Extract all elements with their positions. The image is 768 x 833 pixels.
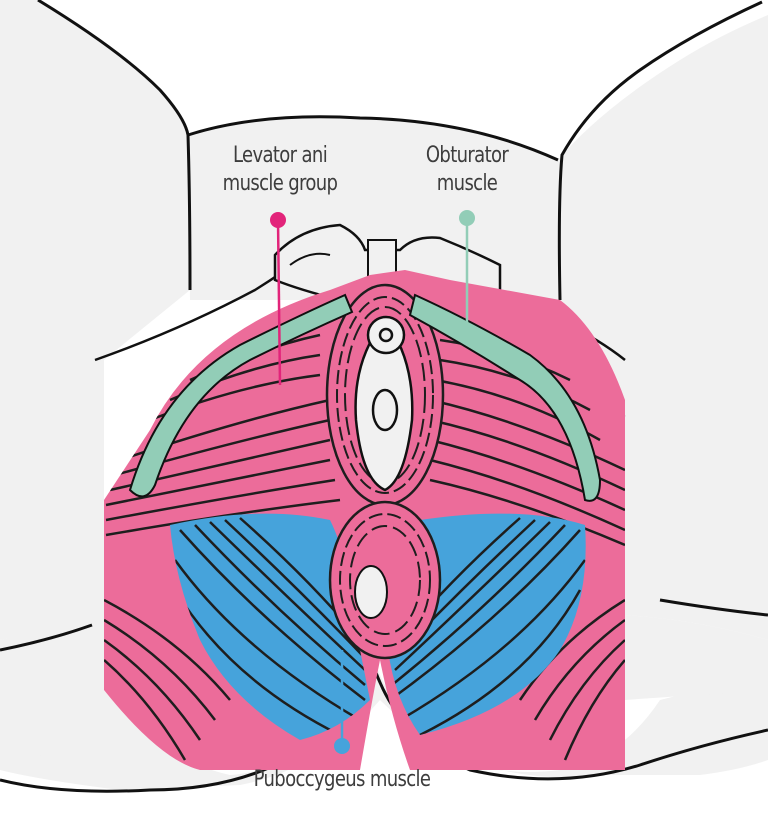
pubococcygeus-label: Puboccygeus muscle [244,766,441,794]
levator-ani-callout [270,212,286,386]
obturator-label-line-2: muscle [436,171,498,196]
obturator-label: Obturator muscle [414,142,521,198]
pubococcygeus-callout [334,650,350,754]
obturator-callout [459,210,475,335]
levator-ani-label-line-1: Levator ani [232,143,328,168]
pubococcygeus-label-line-1: Puboccygeus muscle [253,767,431,792]
levator-ani-label-line-2: muscle group [222,171,338,196]
orifices [354,315,414,619]
levator-ani-muscle [104,270,625,770]
body-outline [0,0,768,793]
obturator-label-line-1: Obturator [425,143,509,168]
levator-ani-label: Levator ani muscle group [223,142,338,198]
obturator-muscle [128,293,602,502]
